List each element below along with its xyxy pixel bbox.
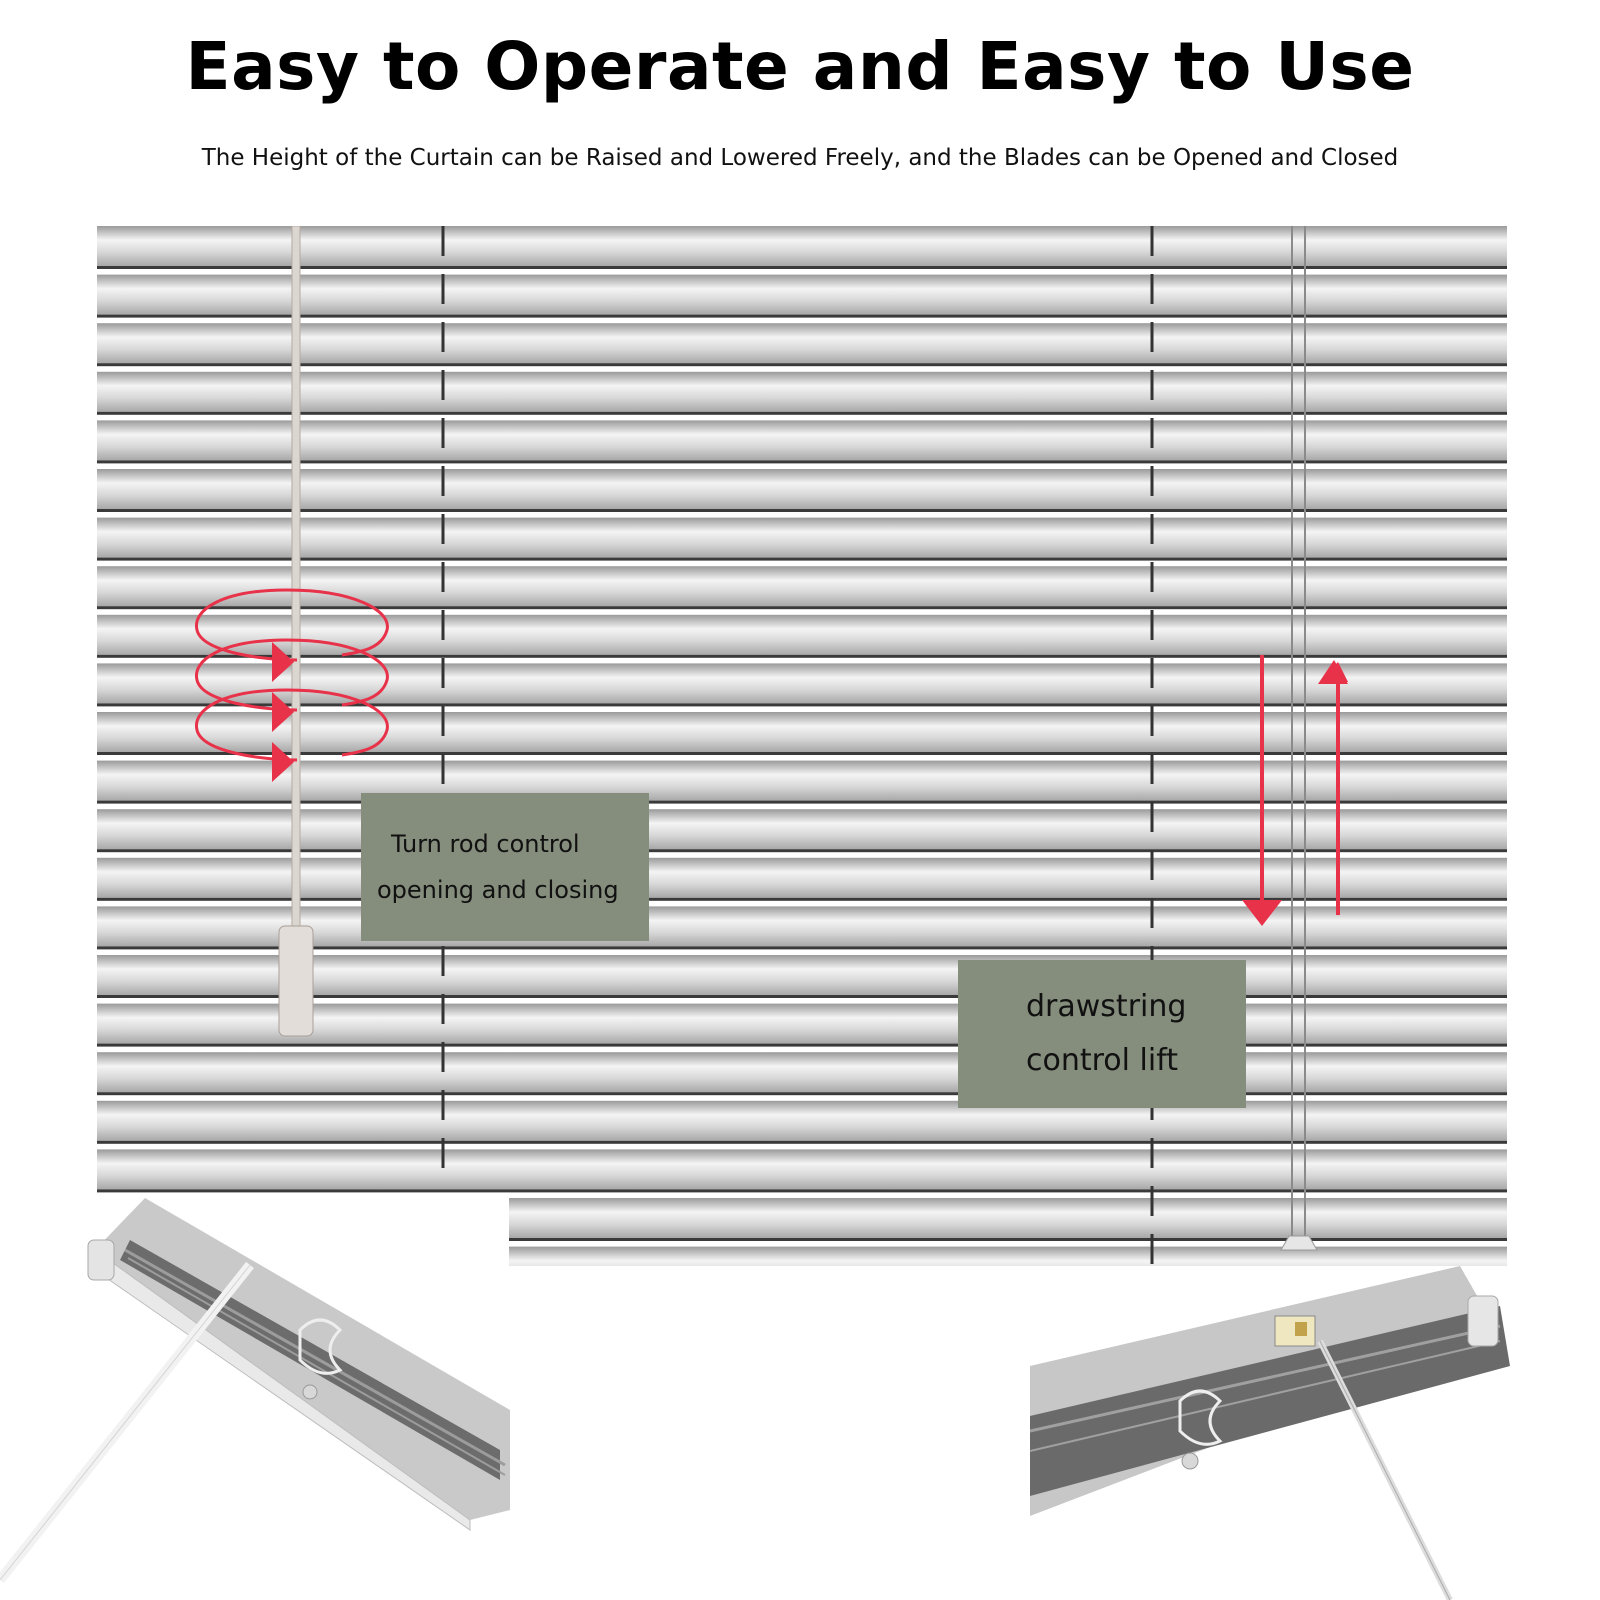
drawstring-callout: drawstring control lift [958,960,1246,1108]
slat-shadow [97,897,1507,901]
headrail-detail-left [0,1198,510,1584]
slat [97,420,1507,461]
slat-shadow [97,752,1507,755]
turn-rod-line-1: Turn rod control [391,830,580,858]
slat-shadow [97,946,1507,950]
slat [509,1198,1507,1238]
slat-shadow [97,1092,1507,1096]
slat-shadow [97,266,1507,269]
slat [97,323,1507,364]
turn-rod-line-2: opening and closing [377,876,619,904]
slat [97,614,1507,655]
slat-shadow [97,363,1507,367]
page-title: Easy to Operate and Easy to Use [185,28,1415,105]
slat [97,906,1507,947]
slat [97,517,1507,558]
slat-shadow [97,314,1507,318]
slat-shadow [97,995,1507,998]
slat-shadow [97,606,1507,610]
venetian-blind-illustration [97,226,1507,1266]
slat [97,1100,1507,1141]
rotate-arrows-icon [194,588,389,782]
slat [509,1246,1507,1266]
slat-shadow [97,654,1507,658]
slat [97,1003,1507,1044]
slat [97,226,1507,266]
slat [97,566,1507,607]
slat [97,712,1507,752]
slat-shadow [97,509,1507,512]
slat [97,809,1507,850]
slat [97,955,1507,995]
drawstring-line-1: drawstring [1026,989,1187,1024]
slat-shadow [97,1140,1507,1144]
drawstring-line-2: control lift [1026,1043,1178,1078]
page-subtitle: The Height of the Curtain can be Raised … [201,145,1399,171]
slat-shadow [509,1238,1507,1241]
slat-shadow [97,557,1507,561]
turn-rod-callout: Turn rod control opening and closing [361,793,649,941]
slat [97,371,1507,412]
tilt-wand[interactable] [278,226,314,1037]
slat-shadow [97,1043,1507,1047]
slat [97,274,1507,315]
slat [97,469,1507,509]
slat [97,1052,1507,1093]
drawstring-pull[interactable] [1280,1235,1318,1251]
slat [97,760,1507,801]
slat [97,663,1507,704]
slat-shadow [97,703,1507,707]
slat-shadow [97,411,1507,415]
slat-shadow [97,1189,1507,1193]
slat-shadow [97,849,1507,853]
slat [97,1149,1507,1190]
headrail-detail-right [1030,1266,1510,1600]
slat-shadow [97,460,1507,464]
up-down-arrows-icon [1242,655,1348,926]
slat-shadow [97,800,1507,804]
slat [97,857,1507,898]
